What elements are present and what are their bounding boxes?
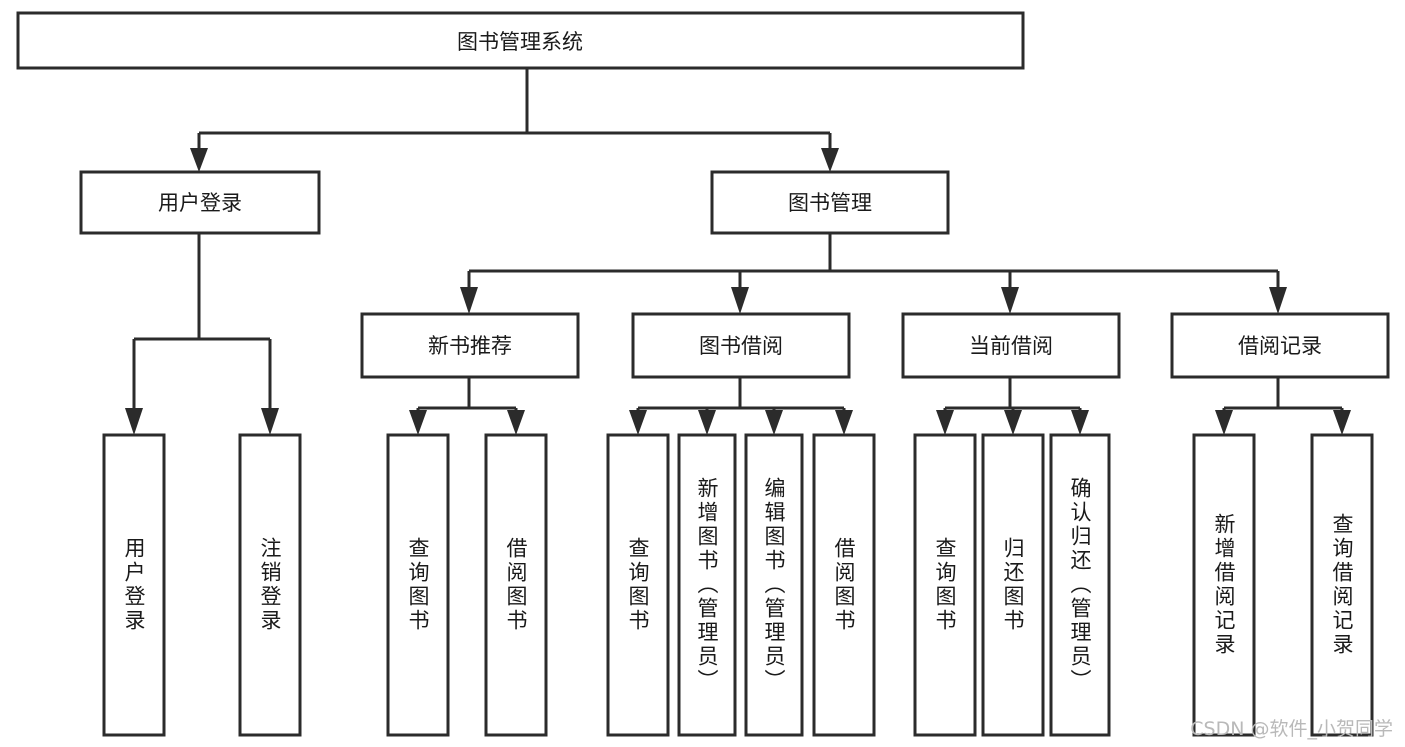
arrow-head-leaf-add-book-admin — [698, 410, 716, 435]
connector-layer — [125, 68, 1351, 435]
leaf-user-logout-box[interactable] — [238, 433, 302, 737]
watermark-text: CSDN @软件_小贺同学 — [1190, 718, 1393, 740]
arrow-head-leaf-user-login — [125, 408, 143, 435]
arrow-head-user-login — [190, 148, 208, 172]
node-user-login-box[interactable] — [79, 170, 321, 235]
arrow-head-current-borrow — [1001, 287, 1019, 314]
arrow-head-book-borrow — [731, 287, 749, 314]
leaf-return-book-box[interactable] — [981, 433, 1045, 737]
arrow-head-leaf-edit-book-admin — [765, 410, 783, 435]
leaf-edit-book-admin-label: 编辑图书（管理员） — [762, 477, 786, 693]
arrow-head-leaf-confirm-return-admin — [1071, 410, 1089, 435]
leaf-query-book-borrow-box[interactable] — [606, 433, 670, 737]
leaf-borrow-book[interactable]: 借阅图书 — [812, 433, 876, 737]
leaf-user-logout[interactable]: 注销登录 — [238, 433, 302, 737]
node-book-borrow-label: 图书借阅 — [699, 334, 783, 358]
leaf-confirm-return-admin[interactable]: 确认归还（管理员） — [1049, 433, 1111, 737]
leaf-user-login[interactable]: 用户登录 — [102, 433, 166, 737]
arrow-head-leaf-add-borrow-record — [1215, 410, 1233, 435]
node-new-book-recommend[interactable]: 新书推荐 — [360, 312, 580, 379]
leaf-user-logout-label: 注销登录 — [258, 537, 282, 633]
arrow-head-leaf-query-borrow-record — [1333, 410, 1351, 435]
leaf-add-borrow-record-box[interactable] — [1192, 433, 1256, 737]
leaf-borrow-book-box[interactable] — [812, 433, 876, 737]
leaf-edit-book-admin[interactable]: 编辑图书（管理员） — [744, 433, 804, 737]
node-current-borrow-label: 当前借阅 — [969, 334, 1053, 358]
node-root-label: 图书管理系统 — [457, 30, 583, 54]
leaf-query-book-current-label: 查询图书 — [933, 537, 957, 633]
node-borrow-records-box[interactable] — [1170, 312, 1390, 379]
leaf-query-book-rec-label: 查询图书 — [406, 537, 430, 633]
leaf-user-login-label: 用户登录 — [122, 537, 146, 633]
leaf-query-book-current[interactable]: 查询图书 — [913, 433, 977, 737]
node-user-login[interactable]: 用户登录 — [79, 170, 321, 235]
arrow-head-book-management — [821, 148, 839, 172]
leaf-query-book-borrow[interactable]: 查询图书 — [606, 433, 670, 737]
leaf-return-book[interactable]: 归还图书 — [981, 433, 1045, 737]
leaf-query-borrow-record-box[interactable] — [1310, 433, 1374, 737]
leaf-borrow-book-rec-label: 借阅图书 — [504, 537, 528, 633]
leaf-add-book-admin[interactable]: 新增图书（管理员） — [677, 433, 737, 737]
arrow-head-leaf-query-book-current — [936, 410, 954, 435]
node-new-book-recommend-box[interactable] — [360, 312, 580, 379]
node-root[interactable]: 图书管理系统 — [16, 11, 1025, 70]
node-book-management-box[interactable] — [710, 170, 950, 235]
leaf-query-book-rec[interactable]: 查询图书 — [386, 433, 450, 737]
leaf-borrow-book-label: 借阅图书 — [832, 537, 856, 633]
node-current-borrow-box[interactable] — [901, 312, 1121, 379]
leaf-add-borrow-record[interactable]: 新增借阅记录 — [1192, 433, 1256, 737]
arrow-head-leaf-query-book-borrow — [629, 410, 647, 435]
leaf-return-book-label: 归还图书 — [1001, 537, 1025, 633]
node-borrow-records[interactable]: 借阅记录 — [1170, 312, 1390, 379]
arrow-head-leaf-borrow-book — [835, 410, 853, 435]
leaf-query-book-borrow-label: 查询图书 — [626, 537, 650, 633]
node-book-borrow[interactable]: 图书借阅 — [631, 312, 851, 379]
leaf-query-book-rec-box[interactable] — [386, 433, 450, 737]
node-book-management-label: 图书管理 — [788, 191, 872, 215]
node-new-book-recommend-label: 新书推荐 — [428, 334, 512, 358]
leaf-query-borrow-record-label: 查询借阅记录 — [1330, 513, 1354, 657]
node-current-borrow[interactable]: 当前借阅 — [901, 312, 1121, 379]
leaf-borrow-book-rec[interactable]: 借阅图书 — [484, 433, 548, 737]
leaf-query-book-current-box[interactable] — [913, 433, 977, 737]
node-borrow-records-label: 借阅记录 — [1238, 334, 1322, 358]
leaf-add-book-admin-label: 新增图书（管理员） — [695, 477, 719, 693]
arrow-head-leaf-borrow-book-rec — [507, 410, 525, 435]
node-book-management[interactable]: 图书管理 — [710, 170, 950, 235]
node-root-box[interactable] — [16, 11, 1025, 70]
node-book-borrow-box[interactable] — [631, 312, 851, 379]
node-user-login-label: 用户登录 — [158, 191, 242, 215]
leaf-user-login-box[interactable] — [102, 433, 166, 737]
arrow-head-leaf-return-book — [1004, 410, 1022, 435]
leaf-confirm-return-admin-box[interactable] — [1049, 433, 1111, 737]
leaf-add-book-admin-box[interactable] — [677, 433, 737, 737]
leaf-borrow-book-rec-box[interactable] — [484, 433, 548, 737]
arrow-head-new-book-recommend — [460, 287, 478, 314]
arrow-head-leaf-query-book-rec — [409, 410, 427, 435]
leaf-query-borrow-record[interactable]: 查询借阅记录 — [1310, 433, 1374, 737]
leaf-confirm-return-admin-label: 确认归还（管理员） — [1068, 477, 1092, 693]
leaf-add-borrow-record-label: 新增借阅记录 — [1212, 513, 1236, 657]
arrow-head-leaf-user-logout — [261, 408, 279, 435]
arrow-head-borrow-records — [1269, 287, 1287, 314]
leaf-edit-book-admin-box[interactable] — [744, 433, 804, 737]
